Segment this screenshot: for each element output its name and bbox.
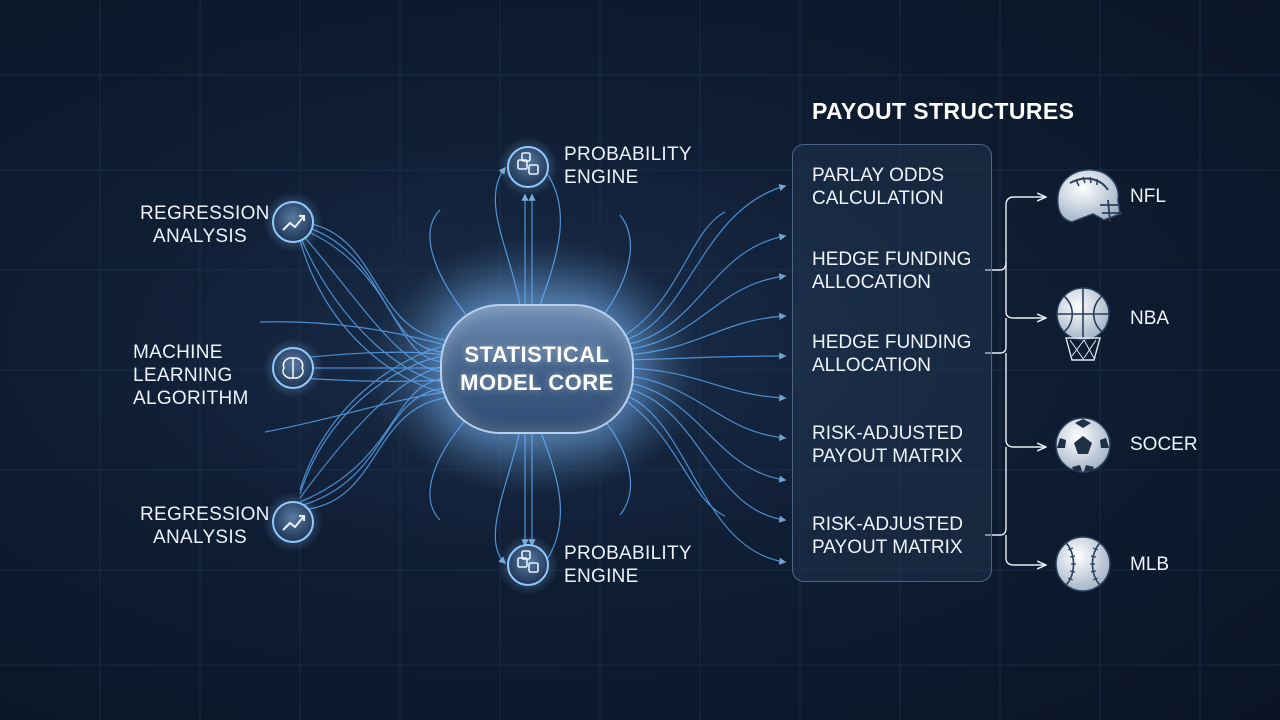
sport-label-nba: NBA [1130, 308, 1170, 329]
sport-label-mlb: MLB [1130, 554, 1170, 575]
input-label-ml: MACHINE LEARNING ALGORITHM [133, 341, 249, 410]
core-label-line2: MODEL CORE [460, 370, 614, 395]
baseball-icon [1055, 536, 1111, 592]
payout-item-line: PAYOUT MATRIX [812, 446, 963, 467]
input-label-regression-bottom: REGRESSION ANALYSIS [140, 503, 270, 549]
payout-item: RISK-ADJUSTED PAYOUT MATRIX [812, 513, 963, 559]
core-label: STATISTICAL MODEL CORE [460, 341, 614, 397]
engine-label-line: ENGINE [564, 167, 639, 188]
sport-label-soccer: SOCER [1130, 434, 1198, 455]
dice-icon [517, 152, 539, 175]
brain-icon [282, 357, 304, 379]
sport-connectors [985, 197, 1045, 565]
payout-item-line: HEDGE FUNDING [812, 332, 972, 353]
output-connections [624, 184, 787, 565]
payout-item-line: ALLOCATION [812, 272, 931, 293]
payout-item-line: RISK-ADJUSTED [812, 514, 963, 535]
engine-label-bottom: PROBABILITY ENGINE [564, 542, 692, 588]
input-label-line: ANALYSIS [153, 527, 247, 548]
engine-label-line: PROBABILITY [564, 543, 692, 564]
input-label-line: ALGORITHM [133, 388, 249, 409]
basketball-hoop-icon [1056, 287, 1110, 361]
input-label-line: REGRESSION [140, 203, 270, 224]
input-node-regression-top [263, 192, 323, 252]
sport-label-nfl: NFL [1130, 186, 1166, 207]
payout-item-line: PAYOUT MATRIX [812, 537, 963, 558]
soccer-ball-icon [1055, 417, 1111, 473]
engine-label-line: PROBABILITY [564, 144, 692, 165]
dice-icon [517, 550, 539, 573]
engine-label-top: PROBABILITY ENGINE [564, 143, 692, 189]
engine-connections [429, 166, 631, 564]
payout-item-line: PARLAY ODDS [812, 165, 944, 186]
payout-item: PARLAY ODDS CALCULATION [812, 164, 944, 210]
input-label-line: REGRESSION [140, 504, 270, 525]
input-label-line: LEARNING [133, 365, 233, 386]
input-label-line: MACHINE [133, 342, 223, 363]
payout-item-line: HEDGE FUNDING [812, 249, 972, 270]
input-label-line: ANALYSIS [153, 226, 247, 247]
trend-chart-icon [282, 515, 305, 531]
payout-item: RISK-ADJUSTED PAYOUT MATRIX [812, 422, 963, 468]
payout-item-line: ALLOCATION [812, 355, 931, 376]
payout-panel [792, 144, 992, 582]
engine-label-line: ENGINE [564, 566, 639, 587]
trend-chart-icon [282, 215, 305, 231]
payout-item: HEDGE FUNDING ALLOCATION [812, 331, 971, 377]
input-node-regression-bottom [263, 492, 323, 552]
payout-title: PAYOUT STRUCTURES [812, 98, 1075, 124]
engine-node-top [498, 137, 558, 197]
input-label-regression-top: REGRESSION ANALYSIS [140, 202, 270, 248]
payout-item: HEDGE FUNDING ALLOCATION [812, 248, 971, 294]
core-label-line1: STATISTICAL [464, 342, 610, 367]
engine-node-bottom [498, 535, 558, 595]
football-helmet-icon [1057, 169, 1122, 223]
payout-item-line: RISK-ADJUSTED [812, 423, 963, 444]
payout-item-line: CALCULATION [812, 188, 944, 209]
statistical-model-core: STATISTICAL MODEL CORE [440, 304, 634, 434]
